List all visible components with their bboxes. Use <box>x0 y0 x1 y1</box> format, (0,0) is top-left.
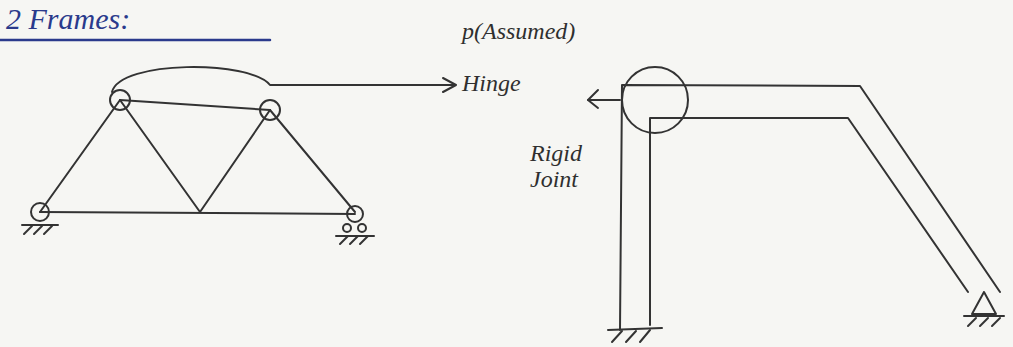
hinge-label: Hinge <box>462 70 521 96</box>
load-note: p(Assumed) <box>462 18 575 44</box>
joint-label: Rigid Joint <box>530 140 590 193</box>
rigid-frame <box>588 67 1004 342</box>
truss <box>22 67 456 244</box>
title: 2 Frames: <box>6 2 130 35</box>
title-underline <box>0 39 270 42</box>
